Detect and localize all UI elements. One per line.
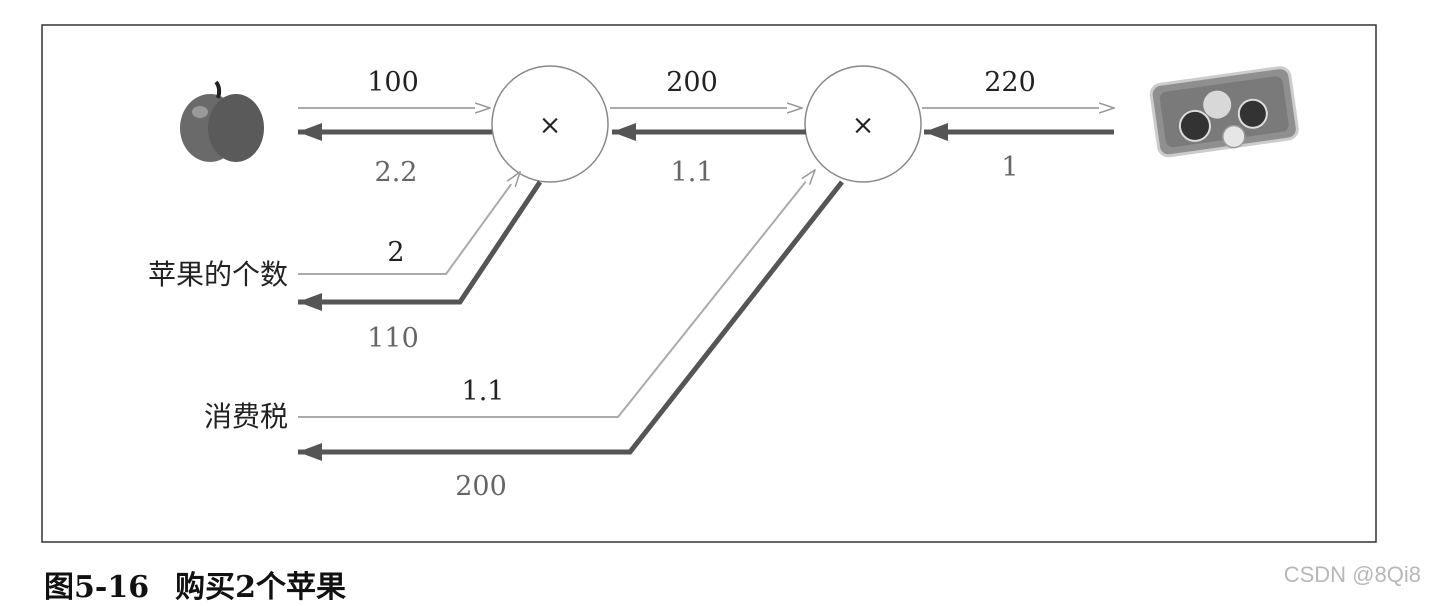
multiply-node-1-symbol: × <box>539 110 562 141</box>
input-label-tax: 消费税 <box>204 400 288 433</box>
forward-value-tax: 1.1 <box>462 376 505 407</box>
forward-value-out: 220 <box>984 67 1036 98</box>
computational-graph: × × 100 200 220 2 1.1 2.2 1.1 1 110 200 … <box>41 24 1377 543</box>
multiply-node-2 <box>804 65 922 183</box>
figure-number: 图5-16 <box>44 570 150 605</box>
backward-edge-tax <box>298 180 844 461</box>
figure-caption: 图5-16 购买2个苹果 <box>44 562 346 606</box>
forward-edge-apple-count <box>298 172 520 275</box>
backward-edge-apple-count <box>298 180 543 311</box>
backward-value-apple-price: 2.2 <box>375 157 418 188</box>
multiply-node-1 <box>491 65 609 183</box>
backward-value-mid: 1.1 <box>671 157 714 188</box>
apple-icon <box>180 80 264 162</box>
watermark: CSDN @8Qi8 <box>1283 562 1421 587</box>
forward-value-mid: 200 <box>666 67 718 98</box>
forward-edge-tax <box>298 170 815 418</box>
forward-value-apple-count: 2 <box>387 237 404 268</box>
multiply-node-2-symbol: × <box>852 110 875 141</box>
backward-value-out: 1 <box>1001 152 1018 183</box>
input-label-apple-count: 苹果的个数 <box>148 258 288 291</box>
figure-title: 购买2个苹果 <box>175 570 346 605</box>
backward-value-tax: 200 <box>455 471 507 502</box>
diagram-frame <box>41 24 1377 543</box>
backward-value-apple-count: 110 <box>367 323 419 354</box>
coins-tray-icon <box>1149 66 1299 158</box>
forward-value-apple-price: 100 <box>367 67 419 98</box>
